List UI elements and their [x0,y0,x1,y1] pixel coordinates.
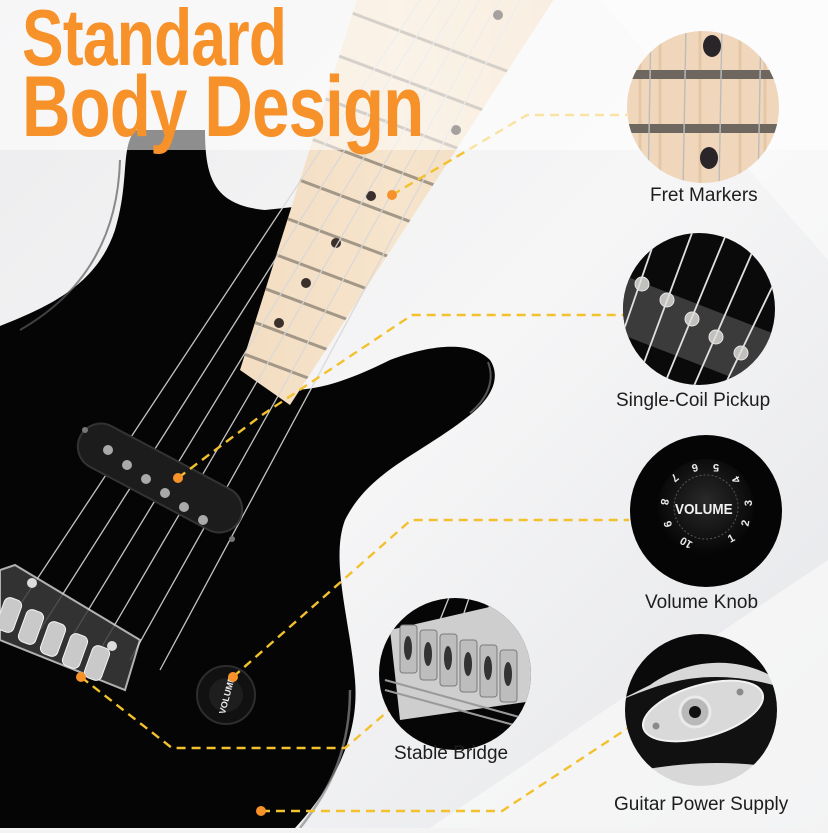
svg-text:3: 3 [743,500,755,506]
fret-markers-label: Fret Markers [650,185,758,206]
callout-dots [76,190,397,816]
svg-text:6: 6 [690,460,699,473]
svg-text:10: 10 [678,534,695,551]
svg-text:8: 8 [658,498,671,506]
svg-text:2: 2 [740,519,753,527]
svg-text:5: 5 [713,461,719,473]
volume-knob-label: Volume Knob [645,592,759,613]
headline-line-1: Standard [22,0,287,82]
bridge [0,563,142,692]
pickup [76,422,244,542]
single-coil-pickup-label: Single-Coil Pickup [616,390,771,411]
volume-knob: VOLUME [196,665,256,725]
pickup-inset [623,233,775,385]
svg-text:VOLUME: VOLUME [675,501,733,518]
svg-text:9: 9 [660,520,673,529]
volume-knob-inset: VOLUME 10 1 2 3 4 5 6 7 8 9 [630,435,782,587]
svg-text:1: 1 [726,532,737,545]
fret-markers-inset [627,31,779,183]
callout-lines [80,113,629,813]
headline-line-2: Body Design [22,59,424,155]
stable-bridge-label: Stable Bridge [394,743,509,764]
guitar-power-supply-label: Guitar Power Supply [614,794,789,815]
stable-bridge-inset [379,598,531,750]
